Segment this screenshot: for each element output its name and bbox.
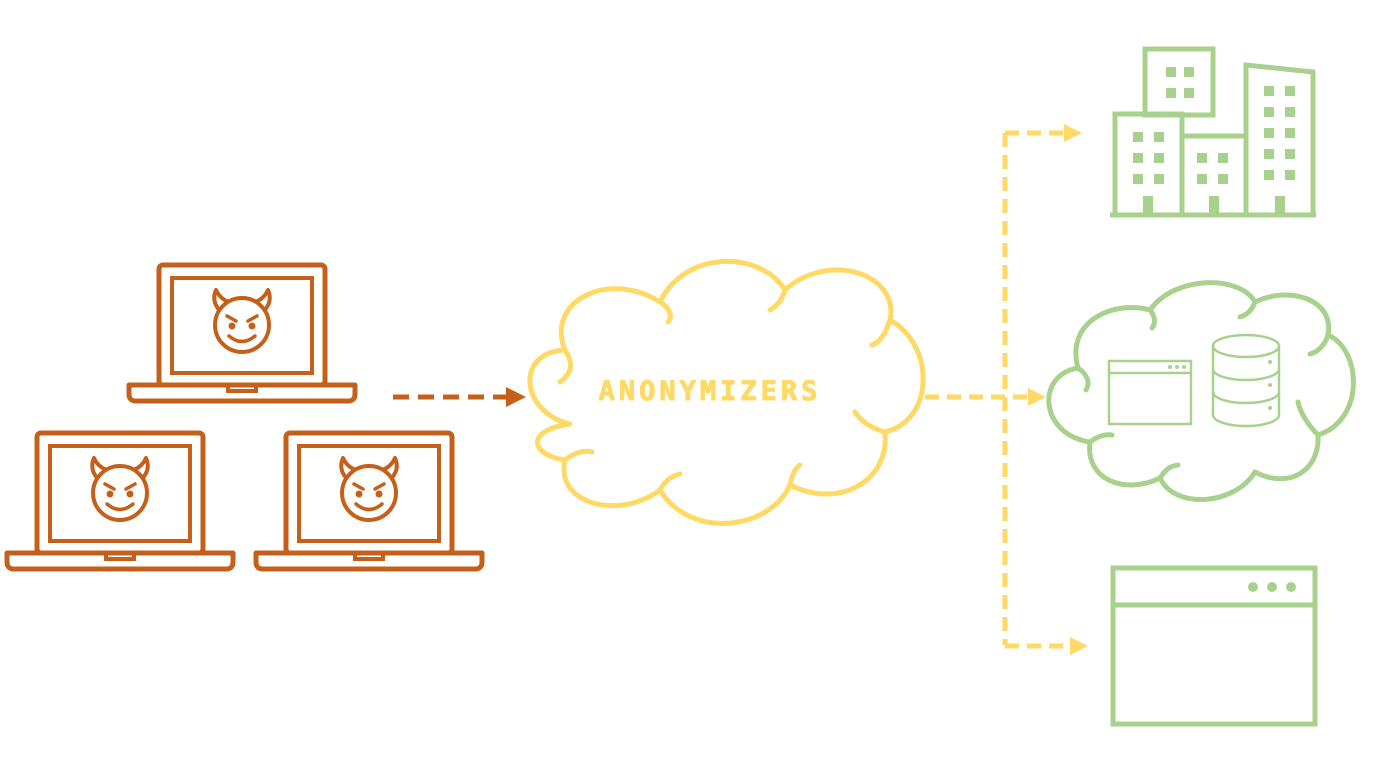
arrow-attackers-to-anonymizers xyxy=(393,387,526,407)
window-pane xyxy=(1143,196,1153,215)
window-pane xyxy=(1197,153,1207,163)
window-pane xyxy=(1264,149,1274,159)
window-pane xyxy=(1285,86,1295,96)
browser-window-icon xyxy=(1110,565,1318,727)
window-pane xyxy=(1264,170,1274,180)
window-pane xyxy=(1154,153,1164,163)
cloud-service-icon xyxy=(1046,280,1356,502)
window-pane xyxy=(1184,67,1194,77)
laptop-devil-icon xyxy=(7,433,233,569)
window-pane xyxy=(1264,107,1274,117)
window-pane xyxy=(1285,107,1295,117)
window-pane xyxy=(1285,170,1295,180)
attacker-laptops xyxy=(7,265,482,569)
window-pane xyxy=(1133,153,1143,163)
window-pane xyxy=(1133,174,1143,184)
window-pane xyxy=(1154,174,1164,184)
laptop-devil-icon xyxy=(256,433,482,569)
window-pane xyxy=(1166,67,1176,77)
window-pane xyxy=(1218,174,1228,184)
window-pane xyxy=(1133,132,1143,142)
anonymizer-cloud-icon: ANONYMIZERS xyxy=(527,259,926,526)
window-pane xyxy=(1264,128,1274,138)
window-pane xyxy=(1285,149,1295,159)
window-pane xyxy=(1218,153,1228,163)
anonymizer-label: ANONYMIZERS xyxy=(599,376,822,407)
arrows-anonymizers-to-targets xyxy=(925,124,1088,655)
window-pane xyxy=(1184,88,1194,98)
window-pane xyxy=(1197,174,1207,184)
window-pane xyxy=(1275,196,1285,215)
mini-browser-icon xyxy=(1107,359,1193,426)
window-pane xyxy=(1264,86,1274,96)
office-buildings-icon xyxy=(1110,46,1316,218)
database-icon xyxy=(1211,333,1281,428)
window-pane xyxy=(1166,88,1176,98)
laptop-devil-icon xyxy=(129,265,355,401)
window-pane xyxy=(1285,128,1295,138)
window-pane xyxy=(1154,132,1164,142)
window-pane xyxy=(1209,196,1219,215)
